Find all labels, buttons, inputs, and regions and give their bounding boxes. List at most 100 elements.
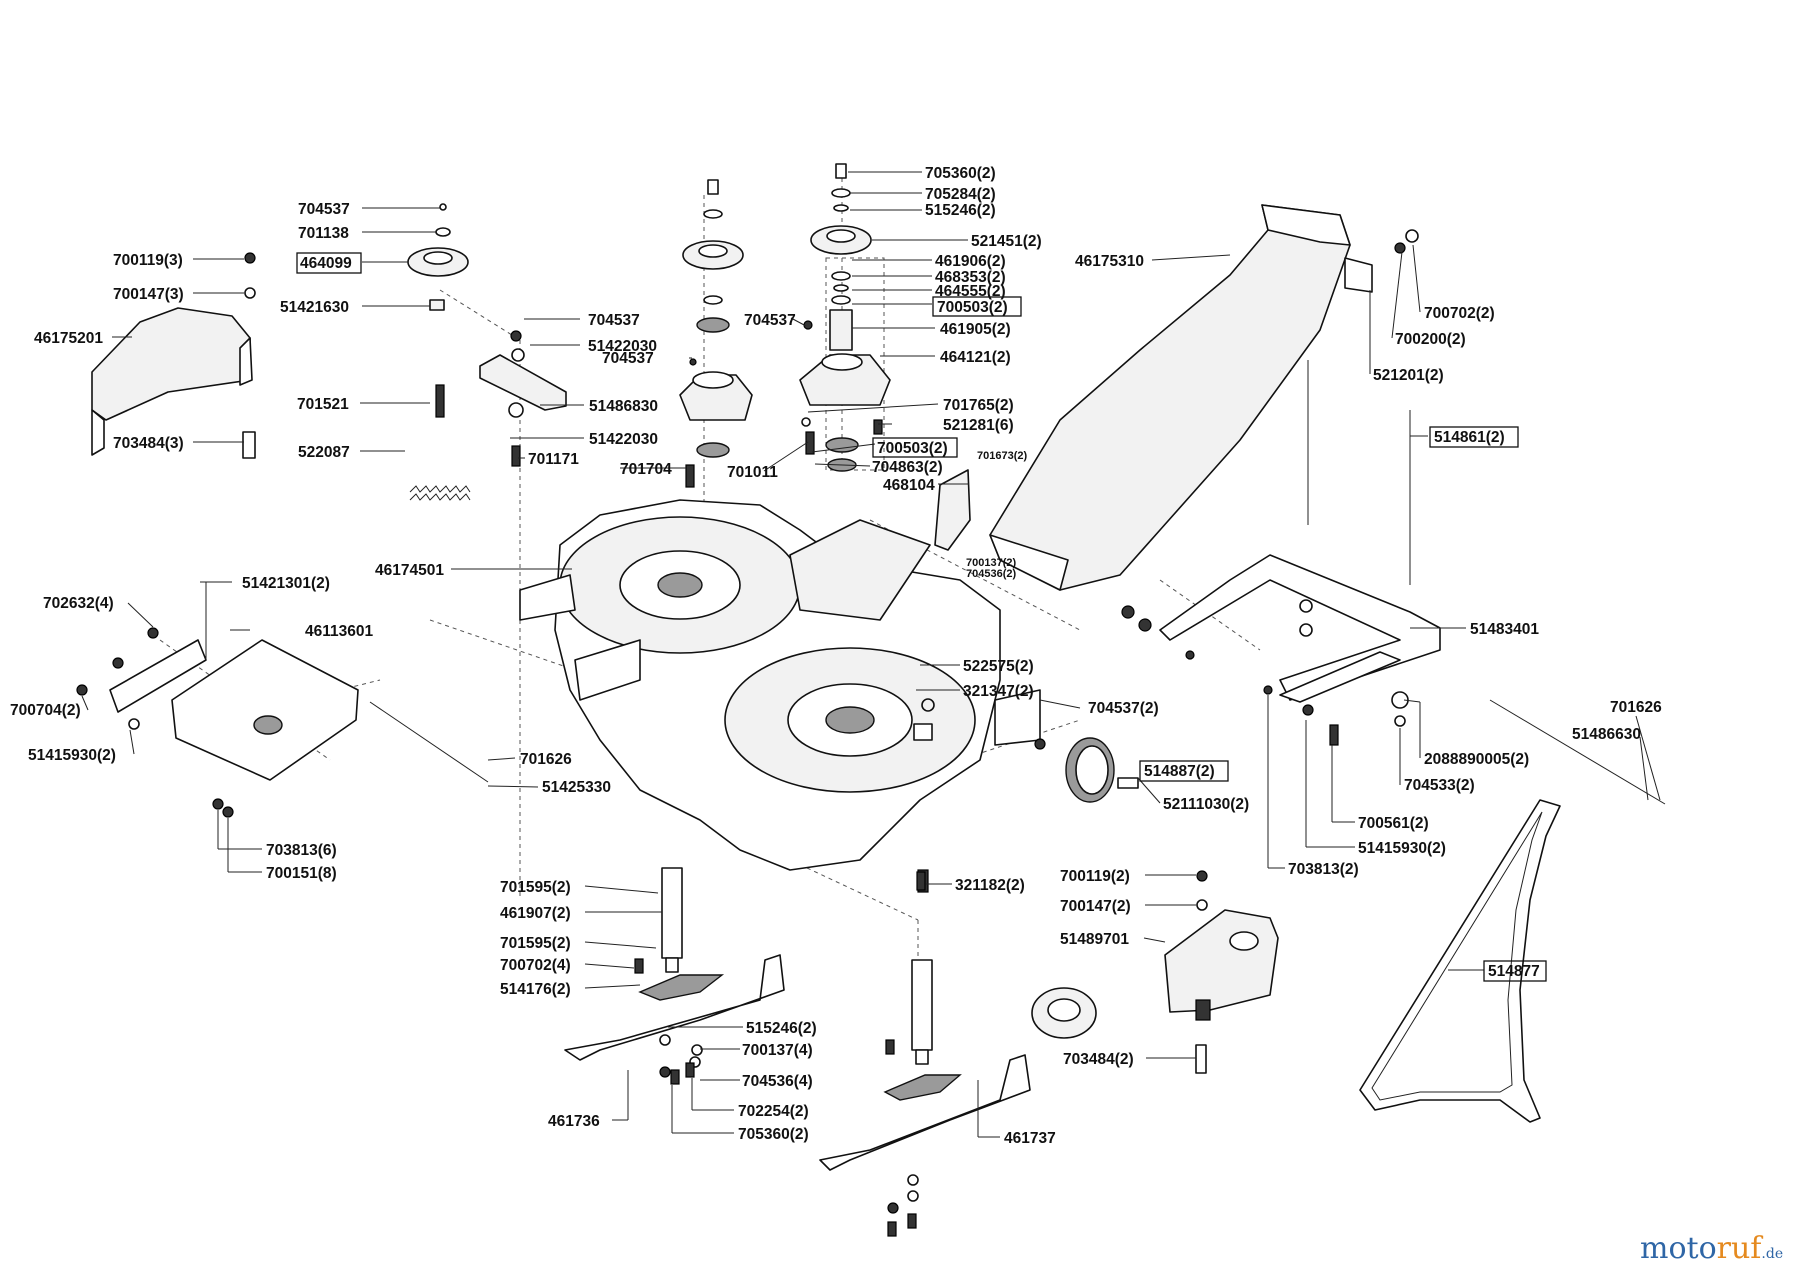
- label-701521: 701521: [297, 396, 349, 413]
- label-702632: 702632(4): [43, 595, 114, 612]
- label-boxes: [296, 252, 1547, 982]
- label-2088890005: 2088890005(2): [1424, 751, 1529, 768]
- label-51425330: 51425330: [542, 779, 611, 796]
- label-51486630: 51486630: [1572, 726, 1641, 743]
- label-51415930-left: 51415930(2): [28, 747, 116, 764]
- part-labels: 705360(2) 705284(2) 515246(2) 521451(2) …: [10, 165, 1662, 1147]
- label-51422030-b: 51422030: [589, 431, 658, 448]
- spindle-shaft-right: [885, 869, 933, 1065]
- rear-frame: [1121, 554, 1441, 746]
- label-464099-boxed: 464099: [300, 255, 352, 272]
- adjust-rods: [1307, 360, 1411, 585]
- label-700147-2: 700147(2): [1060, 898, 1131, 915]
- label-700147-3: 700147(3): [113, 286, 184, 303]
- label-700702-4: 700702(4): [500, 957, 571, 974]
- label-701171: 701171: [528, 451, 579, 468]
- label-704537-spindle: 704537: [744, 312, 796, 329]
- label-704537-mid: 704537: [588, 312, 640, 329]
- rear-rod: [1489, 699, 1666, 805]
- label-704537-top: 704537: [298, 201, 350, 218]
- label-46113601: 46113601: [305, 623, 373, 640]
- label-704536-small: 704536(2): [966, 568, 1016, 580]
- right-spindle-stack: [799, 163, 891, 472]
- label-703484-2: 703484(2): [1063, 1051, 1134, 1068]
- belt-cover-left: [91, 307, 253, 456]
- label-514887-boxed: 514887(2): [1144, 763, 1215, 780]
- deflector-bracket: [934, 469, 971, 551]
- watermark-brand-part1: moto: [1640, 1231, 1717, 1266]
- belt-cover-right: [1164, 870, 1279, 1074]
- label-705284: 705284(2): [925, 186, 996, 203]
- label-461737: 461737: [1004, 1130, 1056, 1147]
- label-700151: 700151(8): [266, 865, 337, 882]
- label-321182: 321182(2): [955, 877, 1025, 894]
- label-701704: 701704: [620, 461, 672, 478]
- label-51486830: 51486830: [589, 398, 658, 415]
- label-704537-wheel: 704537(2): [1088, 700, 1159, 717]
- left-spindle-stack: [679, 179, 753, 488]
- label-522575: 522575(2): [963, 658, 1034, 675]
- label-521451: 521451(2): [971, 233, 1042, 250]
- label-461736: 461736: [548, 1113, 600, 1130]
- label-700561: 700561(2): [1358, 815, 1429, 832]
- label-514176: 514176(2): [500, 981, 571, 998]
- leader-lines: [81, 171, 1661, 1138]
- label-461905: 461905(2): [940, 321, 1011, 338]
- label-522087: 522087: [298, 444, 350, 461]
- deck-wheel: [913, 698, 1139, 803]
- label-701673: 701673(2): [977, 450, 1027, 462]
- label-705360-b: 705360(2): [738, 1126, 809, 1143]
- v-belt: [1359, 799, 1561, 1123]
- label-468353: 468353(2): [935, 269, 1006, 286]
- label-51421630: 51421630: [280, 299, 349, 316]
- label-51483401: 51483401: [1470, 621, 1539, 638]
- watermark-brand-part2: ruf: [1717, 1231, 1764, 1266]
- label-700200: 700200(2): [1395, 331, 1466, 348]
- label-700503-boxed: 700503(2): [937, 299, 1008, 316]
- label-700704: 700704(2): [10, 702, 81, 719]
- tension-arm: [435, 330, 697, 467]
- site-watermark: motoruf.de: [1640, 1231, 1783, 1266]
- parts-drawing: [76, 163, 1666, 1237]
- label-704863: 704863(2): [872, 459, 943, 476]
- label-703813-2: 703813(2): [1288, 861, 1359, 878]
- label-700702-2: 700702(2): [1424, 305, 1495, 322]
- label-461906: 461906(2): [935, 253, 1006, 270]
- label-700137-4: 700137(4): [742, 1042, 813, 1059]
- label-701765: 701765(2): [943, 397, 1014, 414]
- label-701595-a: 701595(2): [500, 879, 571, 896]
- front-bracket-left: [76, 627, 359, 818]
- label-521201: 521201(2): [1373, 367, 1444, 384]
- label-51415930-right: 51415930(2): [1358, 840, 1446, 857]
- label-46174501: 46174501: [375, 562, 444, 579]
- label-464555: 464555(2): [935, 283, 1006, 300]
- discharge-chute: [989, 204, 1419, 591]
- label-51421301: 51421301(2): [242, 575, 330, 592]
- left-pulley-stack: [242, 203, 469, 459]
- label-701138: 701138: [298, 225, 349, 242]
- label-52111030: 52111030(2): [1163, 796, 1249, 813]
- label-514861-boxed: 514861(2): [1434, 429, 1505, 446]
- label-701011: 701011: [727, 464, 778, 481]
- label-51422030-a: 51422030: [588, 338, 657, 355]
- label-464121: 464121(2): [940, 349, 1011, 366]
- label-515246-b: 515246(2): [746, 1020, 817, 1037]
- label-700119-2: 700119(2): [1060, 868, 1130, 885]
- label-700137-small: 700137(2): [966, 557, 1016, 569]
- label-46175201: 46175201: [34, 330, 103, 347]
- label-705360: 705360(2): [925, 165, 996, 182]
- watermark-suffix: .de: [1761, 1246, 1783, 1262]
- idler-pulley: [1031, 987, 1097, 1039]
- label-703484-3: 703484(3): [113, 435, 184, 452]
- label-704537-left: 704537: [602, 350, 654, 367]
- label-701595-b: 701595(2): [500, 935, 571, 952]
- spindle-shaft-left: [634, 867, 683, 974]
- label-46175310: 46175310: [1075, 253, 1144, 270]
- label-703813-6: 703813(6): [266, 842, 337, 859]
- label-515246: 515246(2): [925, 202, 996, 219]
- label-461907: 461907(2): [500, 905, 571, 922]
- label-521281: 521281(6): [943, 417, 1014, 434]
- svg-text:motoruf.de: motoruf.de: [1640, 1231, 1783, 1266]
- blade-left: [564, 954, 785, 1085]
